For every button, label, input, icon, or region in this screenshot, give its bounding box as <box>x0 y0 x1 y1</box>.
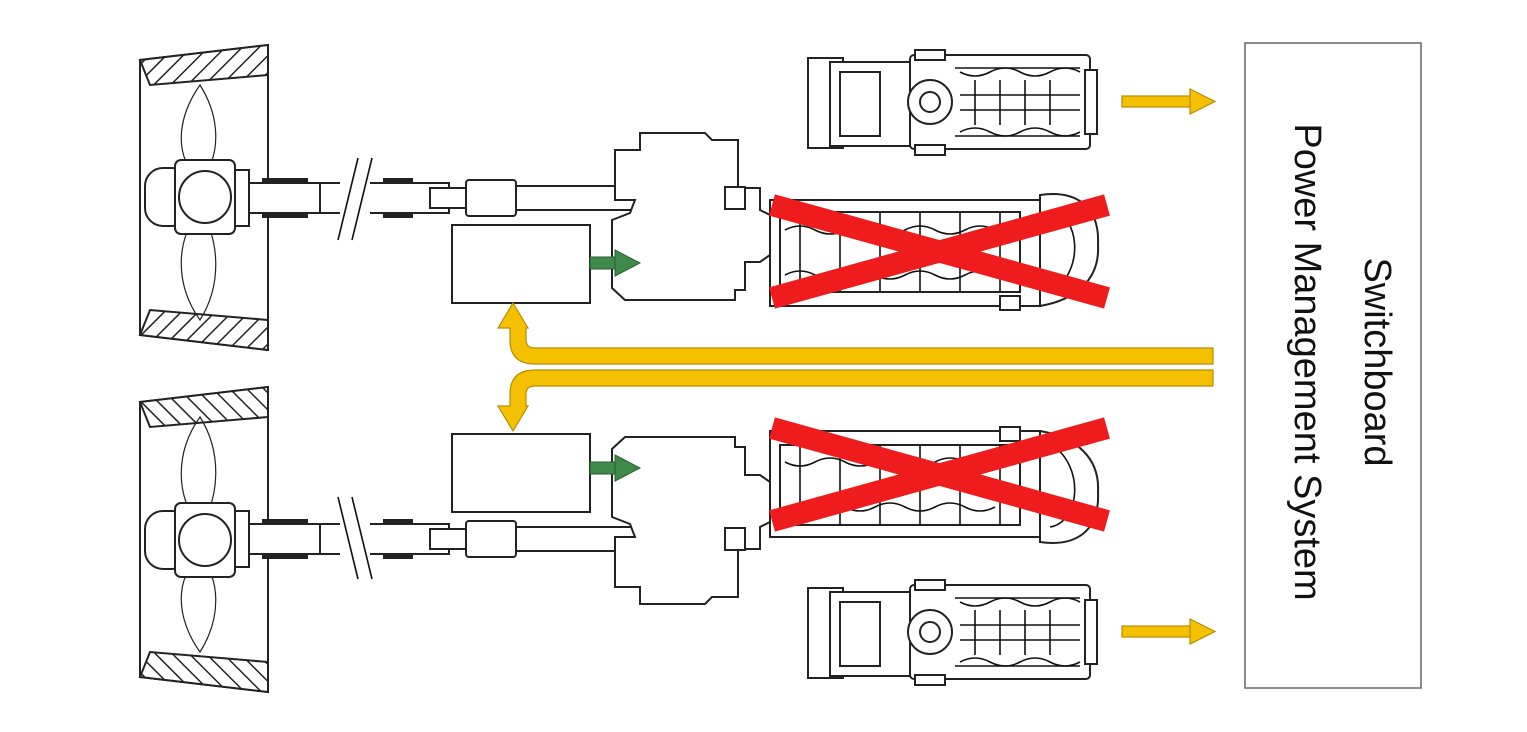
power-flow-to-top-motor <box>496 301 1214 365</box>
switchboard-label: Switchboard <box>1356 257 1398 466</box>
top-drive-line <box>139 44 1110 351</box>
cross-out-icon <box>769 417 1110 532</box>
propeller-nozzle-icon <box>139 44 771 351</box>
power-management-system-label: Power Management System <box>1286 123 1328 600</box>
generator-set-icon <box>807 49 1098 156</box>
switchboard-panel: Switchboard Power Management System <box>1244 42 1422 689</box>
power-arrow-icon <box>1121 88 1216 115</box>
power-arrow-icon <box>1121 618 1216 645</box>
power-flow-to-bottom-motor <box>496 369 1214 433</box>
propeller-nozzle-icon <box>139 386 771 693</box>
cross-out-icon <box>769 194 1110 309</box>
generator-set-icon <box>807 579 1098 686</box>
